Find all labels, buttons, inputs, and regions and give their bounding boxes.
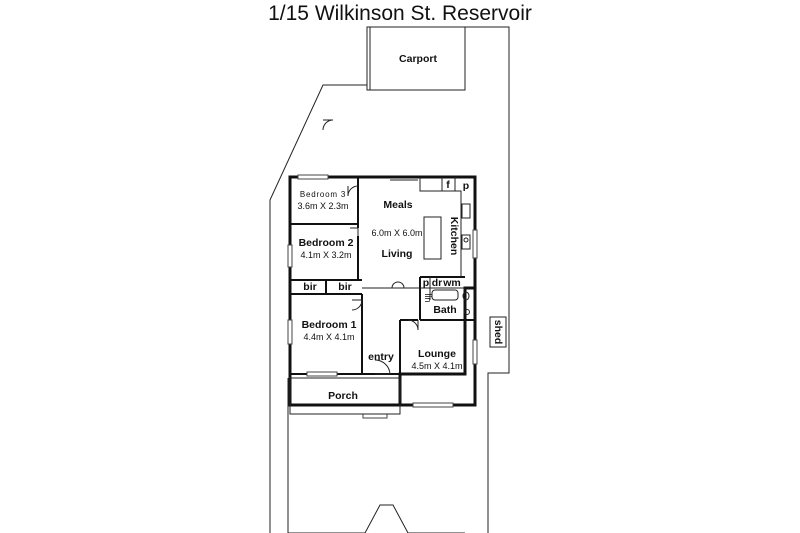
toilet-icon (462, 291, 470, 301)
carport-label: Carport (399, 53, 437, 65)
living-dims: 6.0m X 6.0m (371, 228, 422, 238)
door-bed2 (350, 227, 359, 236)
window-porch (362, 413, 388, 419)
shed-label: shed (492, 320, 504, 345)
lounge-label: Lounge (418, 348, 456, 360)
living-label: Living (382, 248, 413, 260)
basin-icon (464, 309, 470, 315)
sink-icon (461, 234, 471, 250)
kitchen-island (423, 216, 442, 260)
bedroom1-dims: 4.4m X 4.1m (303, 332, 354, 342)
meals-label: Meals (383, 199, 412, 211)
front-boundary (287, 378, 465, 533)
bath-label: Bath (433, 304, 456, 316)
linen-label: lin (423, 293, 433, 302)
window-lounge-front (412, 402, 454, 408)
porch-label: Porch (328, 390, 358, 402)
bedroom3-label: Bedroom 3 (300, 190, 346, 199)
plan-title: 1/15 Wilkinson St. Reservoir (268, 2, 532, 25)
arch-corridor (391, 281, 405, 289)
carport-outline (366, 26, 466, 91)
bedroom2-label: Bedroom 2 (299, 237, 354, 249)
bir2-label: bir (338, 281, 351, 293)
entry-label: entry (368, 351, 394, 363)
bedroom1-label: Bedroom 1 (302, 319, 357, 331)
bir1-label: bir (303, 281, 316, 293)
porch-outline (289, 377, 401, 415)
pantry2-label: p (423, 277, 429, 289)
kitchen-bench (419, 177, 462, 277)
door-bed1 (351, 299, 363, 311)
bedroom2-dims: 4.1m X 3.2m (300, 250, 351, 260)
window-bed3 (297, 174, 329, 180)
dryer-label: dr (432, 277, 443, 289)
shed-outline (489, 316, 507, 348)
bedroom3-dims: 3.6m X 2.3m (297, 201, 348, 211)
stove-icon (461, 203, 471, 219)
gate-door-swing (322, 119, 334, 131)
pantry-label: p (463, 180, 469, 192)
door-entry (374, 359, 391, 375)
window-kitchen (472, 229, 478, 259)
kitchen-label: Kitchen (448, 217, 460, 256)
window-bed1-front (306, 371, 338, 377)
window-bed1 (287, 319, 293, 345)
window-bed2 (287, 244, 293, 268)
door-lounge (407, 319, 419, 331)
fridge-label: f (446, 179, 450, 191)
bathtub-icon (431, 289, 459, 301)
door-bed3 (347, 185, 359, 197)
sink-drain-icon (463, 237, 469, 243)
window-lounge-side (472, 339, 478, 365)
lounge-dims: 4.5m X 4.1m (411, 361, 462, 371)
washer-label: wm (442, 277, 461, 289)
